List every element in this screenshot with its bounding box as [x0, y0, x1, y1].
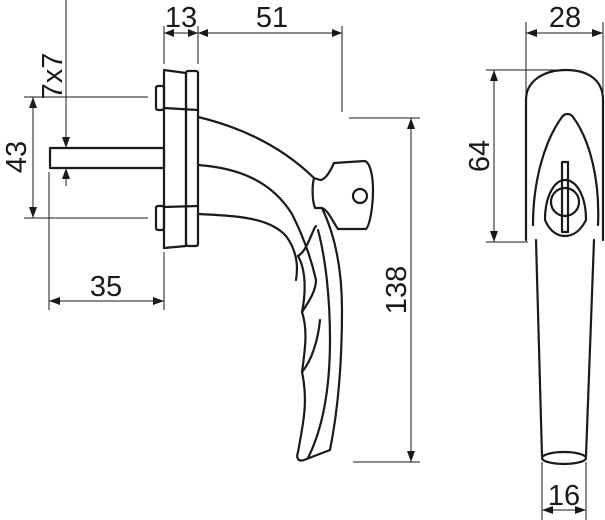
rose-front — [162, 68, 188, 250]
front-view — [524, 68, 605, 466]
side-view — [48, 68, 375, 462]
lock-cylinder — [543, 178, 588, 238]
grip-notch-1 — [300, 278, 318, 314]
handle-middle-edge — [196, 163, 318, 282]
rose-line-top — [162, 106, 200, 112]
dim-projection: 51 — [256, 2, 288, 34]
dim-spindle-length: 35 — [90, 271, 122, 303]
grip-notch-2 — [300, 318, 322, 374]
handle-grip-outer — [296, 206, 344, 462]
dim-handle-length: 138 — [381, 266, 413, 314]
lever-end — [540, 450, 588, 466]
rose-line-bottom — [162, 204, 200, 209]
screw-head-top — [154, 84, 166, 112]
front-inner-shape — [531, 112, 600, 227]
lock-circle — [549, 186, 581, 218]
lever-right-edge — [584, 238, 596, 458]
lever-left-edge — [534, 238, 544, 458]
dim-grip-end-width: 16 — [548, 480, 580, 512]
front-view-dimensions: 28 64 16 — [464, 2, 604, 520]
screw-head-bottom — [154, 204, 166, 232]
spindle — [48, 146, 166, 170]
dim-front-width: 28 — [549, 2, 581, 34]
dim-screw-spacing: 43 — [1, 141, 33, 173]
lock-key-slot — [560, 160, 570, 234]
handle-top-edge — [196, 115, 316, 180]
key-icon — [311, 159, 375, 231]
dim-rose-thickness: 13 — [165, 2, 197, 34]
handle-inner-edge — [196, 212, 299, 282]
dim-spindle-size: 7x7 — [37, 53, 69, 100]
rose-back — [184, 69, 200, 248]
key-hole — [351, 187, 369, 205]
dim-front-rose-height: 64 — [464, 140, 496, 172]
side-view-dimensions: 7x7 43 35 13 51 138 — [1, 0, 420, 463]
handle-grip-inner — [306, 228, 332, 460]
